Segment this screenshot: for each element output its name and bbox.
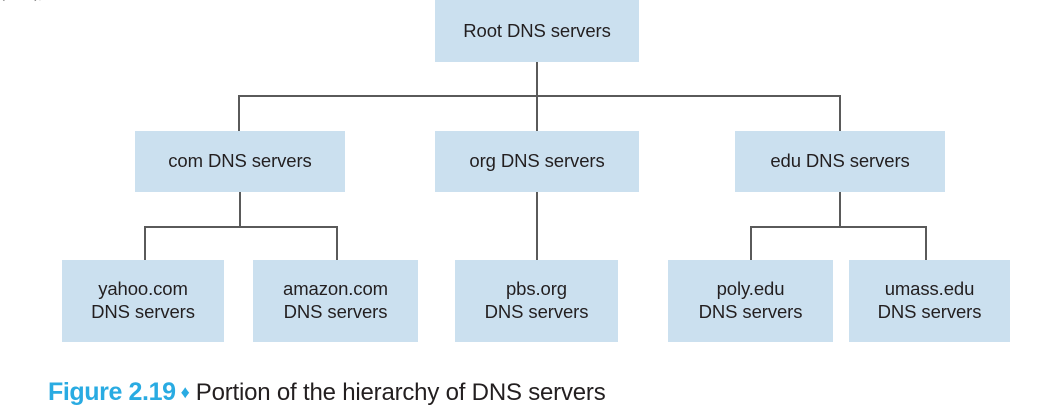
node-yahoo-com-dns-servers[interactable]: yahoo.com DNS servers <box>62 260 224 342</box>
node-root-dns-servers-label: Root DNS servers <box>463 19 611 41</box>
figure-caption: Figure 2.19♦Portion of the hierarchy of … <box>48 378 606 407</box>
node-edu-dns-servers[interactable]: edu DNS servers <box>735 131 945 192</box>
node-edu-dns-servers-label: edu DNS servers <box>770 150 910 172</box>
edge-org-to-pbs <box>536 192 538 261</box>
edge-com-stem <box>239 192 241 228</box>
node-com-dns-servers-label: com DNS servers <box>168 150 312 172</box>
edge-root-stem <box>536 62 538 97</box>
node-pbs-org-dns-servers-label: pbs.org DNS servers <box>484 278 589 322</box>
figure-caption-text: Portion of the hierarchy of DNS servers <box>195 379 606 406</box>
node-poly-edu-dns-servers-label: poly.edu DNS servers <box>698 278 803 322</box>
figure-caption-label: Figure 2.19 <box>48 378 176 406</box>
edge-level2-bus <box>238 95 841 97</box>
cut-off-text-fragment: (TLD), and authoritative DNS servers <box>0 0 1059 2</box>
edge-com-bus <box>144 226 338 228</box>
edge-bus-to-org <box>536 95 538 131</box>
node-org-dns-servers[interactable]: org DNS servers <box>435 131 639 192</box>
edge-edu-to-poly <box>750 226 752 261</box>
node-yahoo-com-dns-servers-label: yahoo.com DNS servers <box>91 278 195 322</box>
edge-bus-to-com <box>238 95 240 131</box>
edge-com-to-yahoo <box>144 226 146 261</box>
node-poly-edu-dns-servers[interactable]: poly.edu DNS servers <box>668 260 833 342</box>
node-com-dns-servers[interactable]: com DNS servers <box>135 131 345 192</box>
node-umass-edu-dns-servers-label: umass.edu DNS servers <box>877 278 982 322</box>
node-amazon-com-dns-servers-label: amazon.com DNS servers <box>283 278 388 322</box>
edge-edu-stem <box>839 192 841 228</box>
edge-bus-to-edu <box>839 95 841 131</box>
node-org-dns-servers-label: org DNS servers <box>469 150 605 172</box>
node-pbs-org-dns-servers[interactable]: pbs.org DNS servers <box>455 260 618 342</box>
diamond-icon: ♦ <box>180 382 190 402</box>
node-amazon-com-dns-servers[interactable]: amazon.com DNS servers <box>253 260 418 342</box>
edge-edu-to-umass <box>925 226 927 261</box>
node-root-dns-servers[interactable]: Root DNS servers <box>435 0 639 62</box>
node-umass-edu-dns-servers[interactable]: umass.edu DNS servers <box>849 260 1010 342</box>
edge-edu-bus <box>750 226 927 228</box>
edge-com-to-amazon <box>336 226 338 261</box>
